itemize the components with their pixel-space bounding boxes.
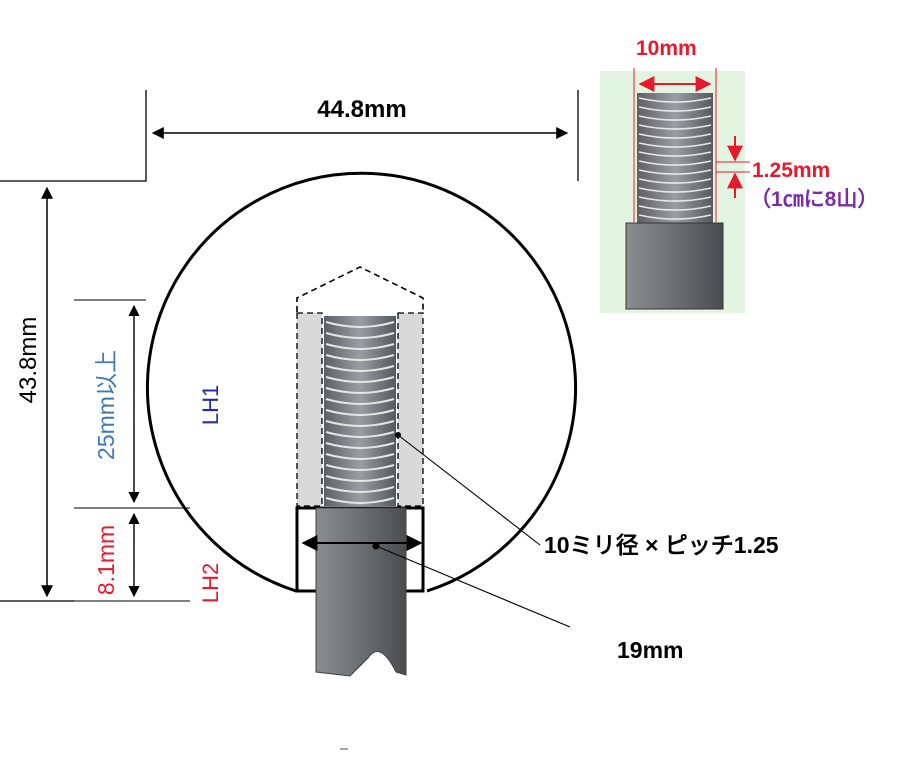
drill-tip-outline — [296, 266, 424, 312]
inset-pitch-note: （1㎝に8山） — [750, 187, 878, 211]
thread-ridge — [638, 97, 712, 103]
thread-ridge — [325, 343, 395, 350]
thread-ridge — [325, 365, 395, 372]
lower-depth-label: 8.1mm — [93, 525, 119, 595]
thread-ridge — [638, 196, 712, 202]
thread-ridge — [325, 464, 395, 471]
height-label: 43.8mm — [15, 317, 42, 404]
thread-ridge — [325, 332, 395, 339]
inset-diameter-label: 10mm — [636, 37, 697, 60]
thread-ridge — [325, 475, 395, 482]
thread-ridge — [325, 398, 395, 405]
width-dimension: 44.8mm — [0, 90, 579, 182]
thread-ridge — [325, 387, 395, 394]
lh2-label: LH2 — [198, 563, 223, 603]
inset-pitch-label: 1.25mm — [752, 159, 830, 182]
thread-depth-label: 25mm以上 — [93, 350, 119, 460]
thread-ridge — [638, 151, 712, 157]
lower-depth-dimension: 8.1mm — [74, 512, 190, 602]
bore-diameter-leader — [375, 545, 571, 628]
height-dimension: 43.8mm — [0, 186, 74, 602]
thread-ridge — [325, 453, 395, 460]
inset-thread — [637, 93, 713, 223]
bore-diameter-label: 19mm — [617, 637, 683, 663]
thread-ridge — [325, 431, 395, 438]
thread-ridge — [638, 178, 712, 184]
thread-ridge — [638, 169, 712, 175]
thread-ridge — [638, 187, 712, 193]
thread-ridge — [638, 205, 712, 211]
thread-ridge — [638, 214, 712, 220]
knob-outline — [146, 171, 577, 593]
thread-ridge — [638, 124, 712, 130]
thread-ridge — [638, 133, 712, 139]
thread-ridge — [325, 420, 395, 427]
thread-ridge — [325, 409, 395, 416]
threaded-bolt — [324, 316, 396, 506]
shift-shaft — [315, 507, 407, 677]
thread-ridge — [325, 354, 395, 361]
thread-spec-label: 10ミリ径 × ピッチ1.25 — [544, 532, 779, 558]
threaded-bore — [296, 312, 424, 507]
thread-ridge — [638, 160, 712, 166]
thread-ridge — [325, 497, 395, 504]
lh1-label: LH1 — [198, 385, 223, 425]
bolt-detail-inset: 10mm 1.25mm （1㎝に8山） — [600, 37, 878, 313]
thread-ridge — [325, 376, 395, 383]
width-extension-left — [0, 90, 147, 182]
thread-depth-dimension: 25mm以上 — [74, 299, 190, 509]
thread-spec-leader — [397, 434, 541, 546]
thread-ridge — [638, 106, 712, 112]
inset-bolt-head — [625, 222, 724, 310]
thread-ridge — [325, 486, 395, 493]
thread-ridge — [325, 321, 395, 328]
thread-ridge — [638, 115, 712, 121]
width-label: 44.8mm — [317, 96, 406, 123]
thread-ridge — [325, 442, 395, 449]
thread-ridge — [638, 142, 712, 148]
